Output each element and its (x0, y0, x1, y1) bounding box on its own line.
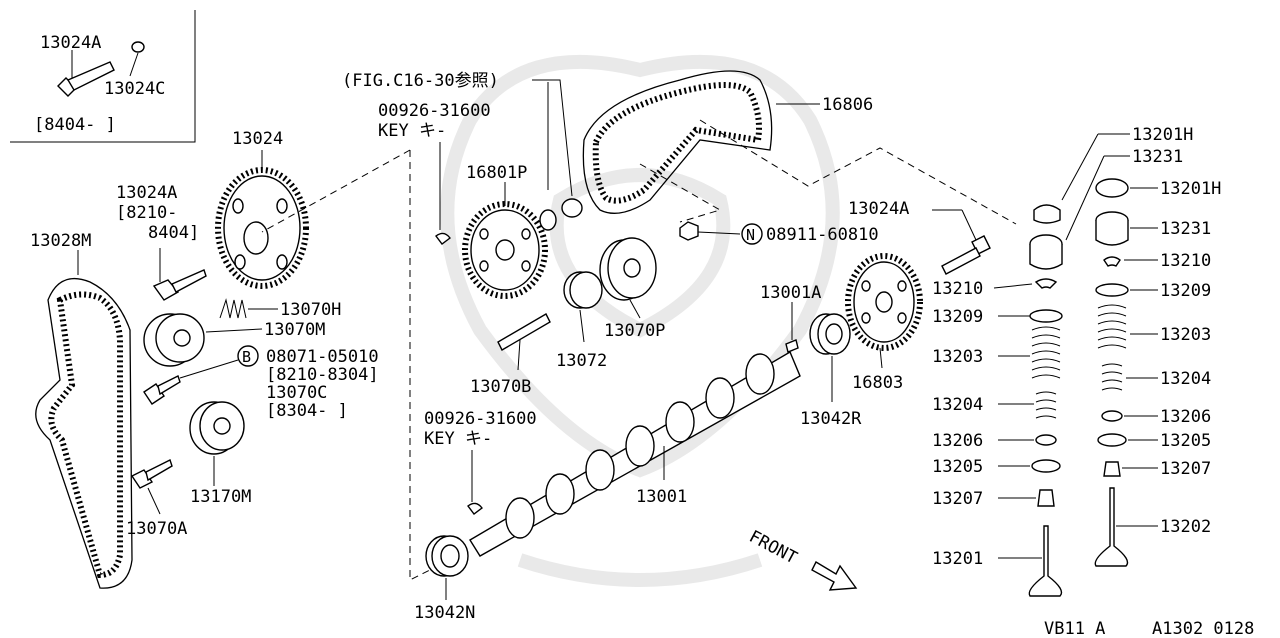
label-13203-left: 13203 (932, 347, 983, 367)
label-13202: 13202 (1160, 517, 1211, 537)
label-13201H-top: 13201H (1132, 125, 1193, 145)
pulley-13070P (599, 237, 657, 301)
idler-13170M (189, 401, 245, 455)
sprocket-16803 (845, 253, 923, 351)
badge-b (237, 345, 259, 367)
label-08911: 08911-60810 (766, 225, 879, 245)
label-13070M: 13070M (264, 320, 325, 340)
timing-belt-13028M (35, 277, 133, 589)
label-13210-right: 13210 (1160, 251, 1211, 271)
badge-n (741, 223, 763, 245)
valve-column-right (1094, 178, 1129, 567)
label-inset-date: [8404- ] (34, 115, 116, 135)
valve-column-left (1028, 204, 1063, 597)
washer-fig (539, 209, 557, 231)
label-13070A: 13070A (126, 519, 187, 539)
inset-washer-13024C (131, 41, 145, 53)
label-16806: 16806 (822, 95, 873, 115)
ring-13072 (563, 271, 603, 309)
label-13001A: 13001A (760, 283, 821, 303)
nut-08911 (679, 221, 699, 241)
seal-13042N (425, 535, 469, 577)
seal-13042R (809, 313, 851, 355)
bolt-13070A (130, 459, 173, 489)
label-13024C: 13024C (104, 79, 165, 99)
label-13206-left: 13206 (932, 431, 983, 451)
guide-dashed-left (261, 149, 431, 581)
label-16801P: 16801P (466, 163, 527, 183)
label-13231-top: 13231 (1132, 147, 1183, 167)
label-13207-right: 13207 (1160, 459, 1211, 479)
label-13024A-left-date2: 8404] (148, 223, 199, 243)
label-13028M: 13028M (30, 231, 91, 251)
bolt-08071 (143, 375, 181, 405)
diagram-code-right: A1302 0128 (1152, 619, 1254, 638)
label-13205-right: 13205 (1160, 431, 1211, 451)
label-13203-right: 13203 (1160, 325, 1211, 345)
badge-n-letter: N (746, 226, 755, 244)
label-13024: 13024 (232, 129, 283, 149)
label-13231-right: 13231 (1160, 219, 1211, 239)
badge-b-letter: B (242, 348, 251, 366)
camshaft-13001 (469, 350, 801, 557)
label-fig-ref: (FIG.C16-30参照) (342, 71, 499, 91)
pin-13001A (785, 339, 799, 353)
label-13204-right: 13204 (1160, 369, 1211, 389)
label-13170M: 13170M (190, 487, 251, 507)
bolt-13024A-left (152, 269, 207, 301)
key-bottom (467, 502, 483, 515)
label-13042N: 13042N (414, 603, 475, 623)
label-13209-left: 13209 (932, 307, 983, 327)
sprocket-13024 (215, 167, 309, 289)
label-13209-right: 13209 (1160, 281, 1211, 301)
tensioner-13070M (143, 313, 205, 367)
label-08071: 08071-05010 (266, 347, 379, 367)
stud-13070B (497, 313, 551, 351)
label-00926-bottom: 00926-31600 (424, 409, 537, 429)
label-00926-top: 00926-31600 (378, 101, 491, 121)
label-13070C-date: [8304- ] (266, 401, 348, 421)
sprocket-16801P (462, 201, 548, 299)
label-13070H: 13070H (280, 300, 341, 320)
label-13070B: 13070B (470, 377, 531, 397)
label-13210-left: 13210 (932, 279, 983, 299)
diagram-code-left: VB11 A (1044, 619, 1105, 638)
inset-bolt-13024A (57, 50, 115, 97)
label-13204-left: 13204 (932, 395, 983, 415)
label-13207-left: 13207 (932, 489, 983, 509)
label-13072: 13072 (556, 351, 607, 371)
label-13024A-right: 13024A (848, 199, 909, 219)
label-13001: 13001 (636, 487, 687, 507)
label-13024A-left: 13024A (116, 183, 177, 203)
timing-belt-16806 (582, 70, 773, 214)
nut-fig (561, 198, 583, 218)
label-13201-left: 13201 (932, 549, 983, 569)
label-13024A-left-date1: [8210- (116, 203, 177, 223)
watermark (440, 54, 840, 587)
label-13205-left: 13205 (932, 457, 983, 477)
key-top (435, 232, 451, 245)
label-13070P: 13070P (604, 321, 665, 341)
label-13201H-right: 13201H (1160, 179, 1221, 199)
label-08071-date: [8210-8304] (266, 365, 379, 385)
label-key-top: KEY キ- (378, 121, 446, 141)
spring-13070H (219, 298, 247, 319)
bolt-13024A-right (941, 235, 991, 275)
label-13070C: 13070C (266, 383, 327, 403)
inset-frame (10, 10, 196, 143)
label-13206-right: 13206 (1160, 407, 1211, 427)
label-16803: 16803 (852, 373, 903, 393)
label-13042R: 13042R (800, 409, 862, 429)
label-13024A-inset: 13024A (40, 33, 101, 53)
label-key-bottom: KEY キ- (424, 429, 492, 449)
front-arrow (811, 561, 858, 591)
